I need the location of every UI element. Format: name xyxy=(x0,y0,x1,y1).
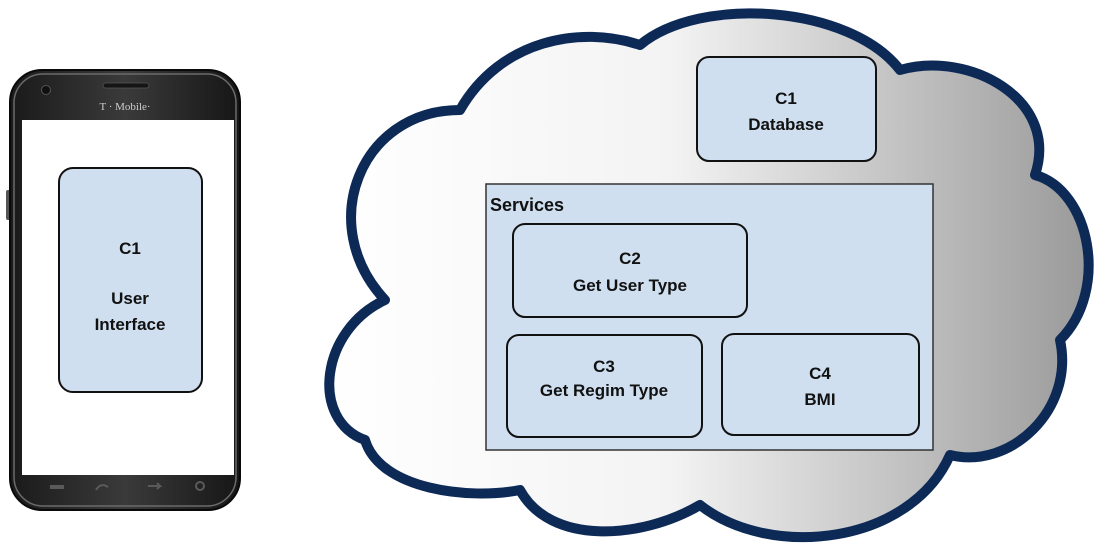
component-name-label: BMI xyxy=(804,390,835,409)
component-id-label: C4 xyxy=(809,364,831,383)
phone-nav-bar xyxy=(50,481,205,491)
camera-icon xyxy=(41,85,51,95)
home-icon[interactable] xyxy=(95,484,109,491)
component-id-label: C1 xyxy=(119,239,141,258)
speaker-grille xyxy=(102,82,150,89)
component-id-label: C2 xyxy=(619,249,641,268)
component-name-label: Interface xyxy=(95,315,166,334)
component-name-label: User xyxy=(111,289,149,308)
carrier-logo: T · Mobile· xyxy=(99,101,150,113)
smartphone: T · Mobile· C1 User Interface xyxy=(6,69,241,511)
component-id-label: C3 xyxy=(593,357,615,376)
component-name-label: Database xyxy=(748,115,824,134)
component-user-interface xyxy=(58,167,203,393)
search-icon[interactable] xyxy=(195,481,205,491)
component-database xyxy=(696,56,877,162)
cloud: C1 Database Services C2 Get User Type C3… xyxy=(324,8,1094,543)
component-name-label: Get User Type xyxy=(573,276,687,295)
component-name-label: Get Regim Type xyxy=(540,381,668,400)
component-get-regim-type xyxy=(506,334,703,438)
component-bmi xyxy=(721,333,920,436)
component-get-user-type xyxy=(512,223,748,318)
back-icon[interactable] xyxy=(148,482,163,490)
menu-icon[interactable] xyxy=(50,485,64,489)
phone-bezel-highlight xyxy=(13,73,237,507)
services-title: Services xyxy=(490,195,564,215)
component-id-label: C1 xyxy=(775,89,797,108)
